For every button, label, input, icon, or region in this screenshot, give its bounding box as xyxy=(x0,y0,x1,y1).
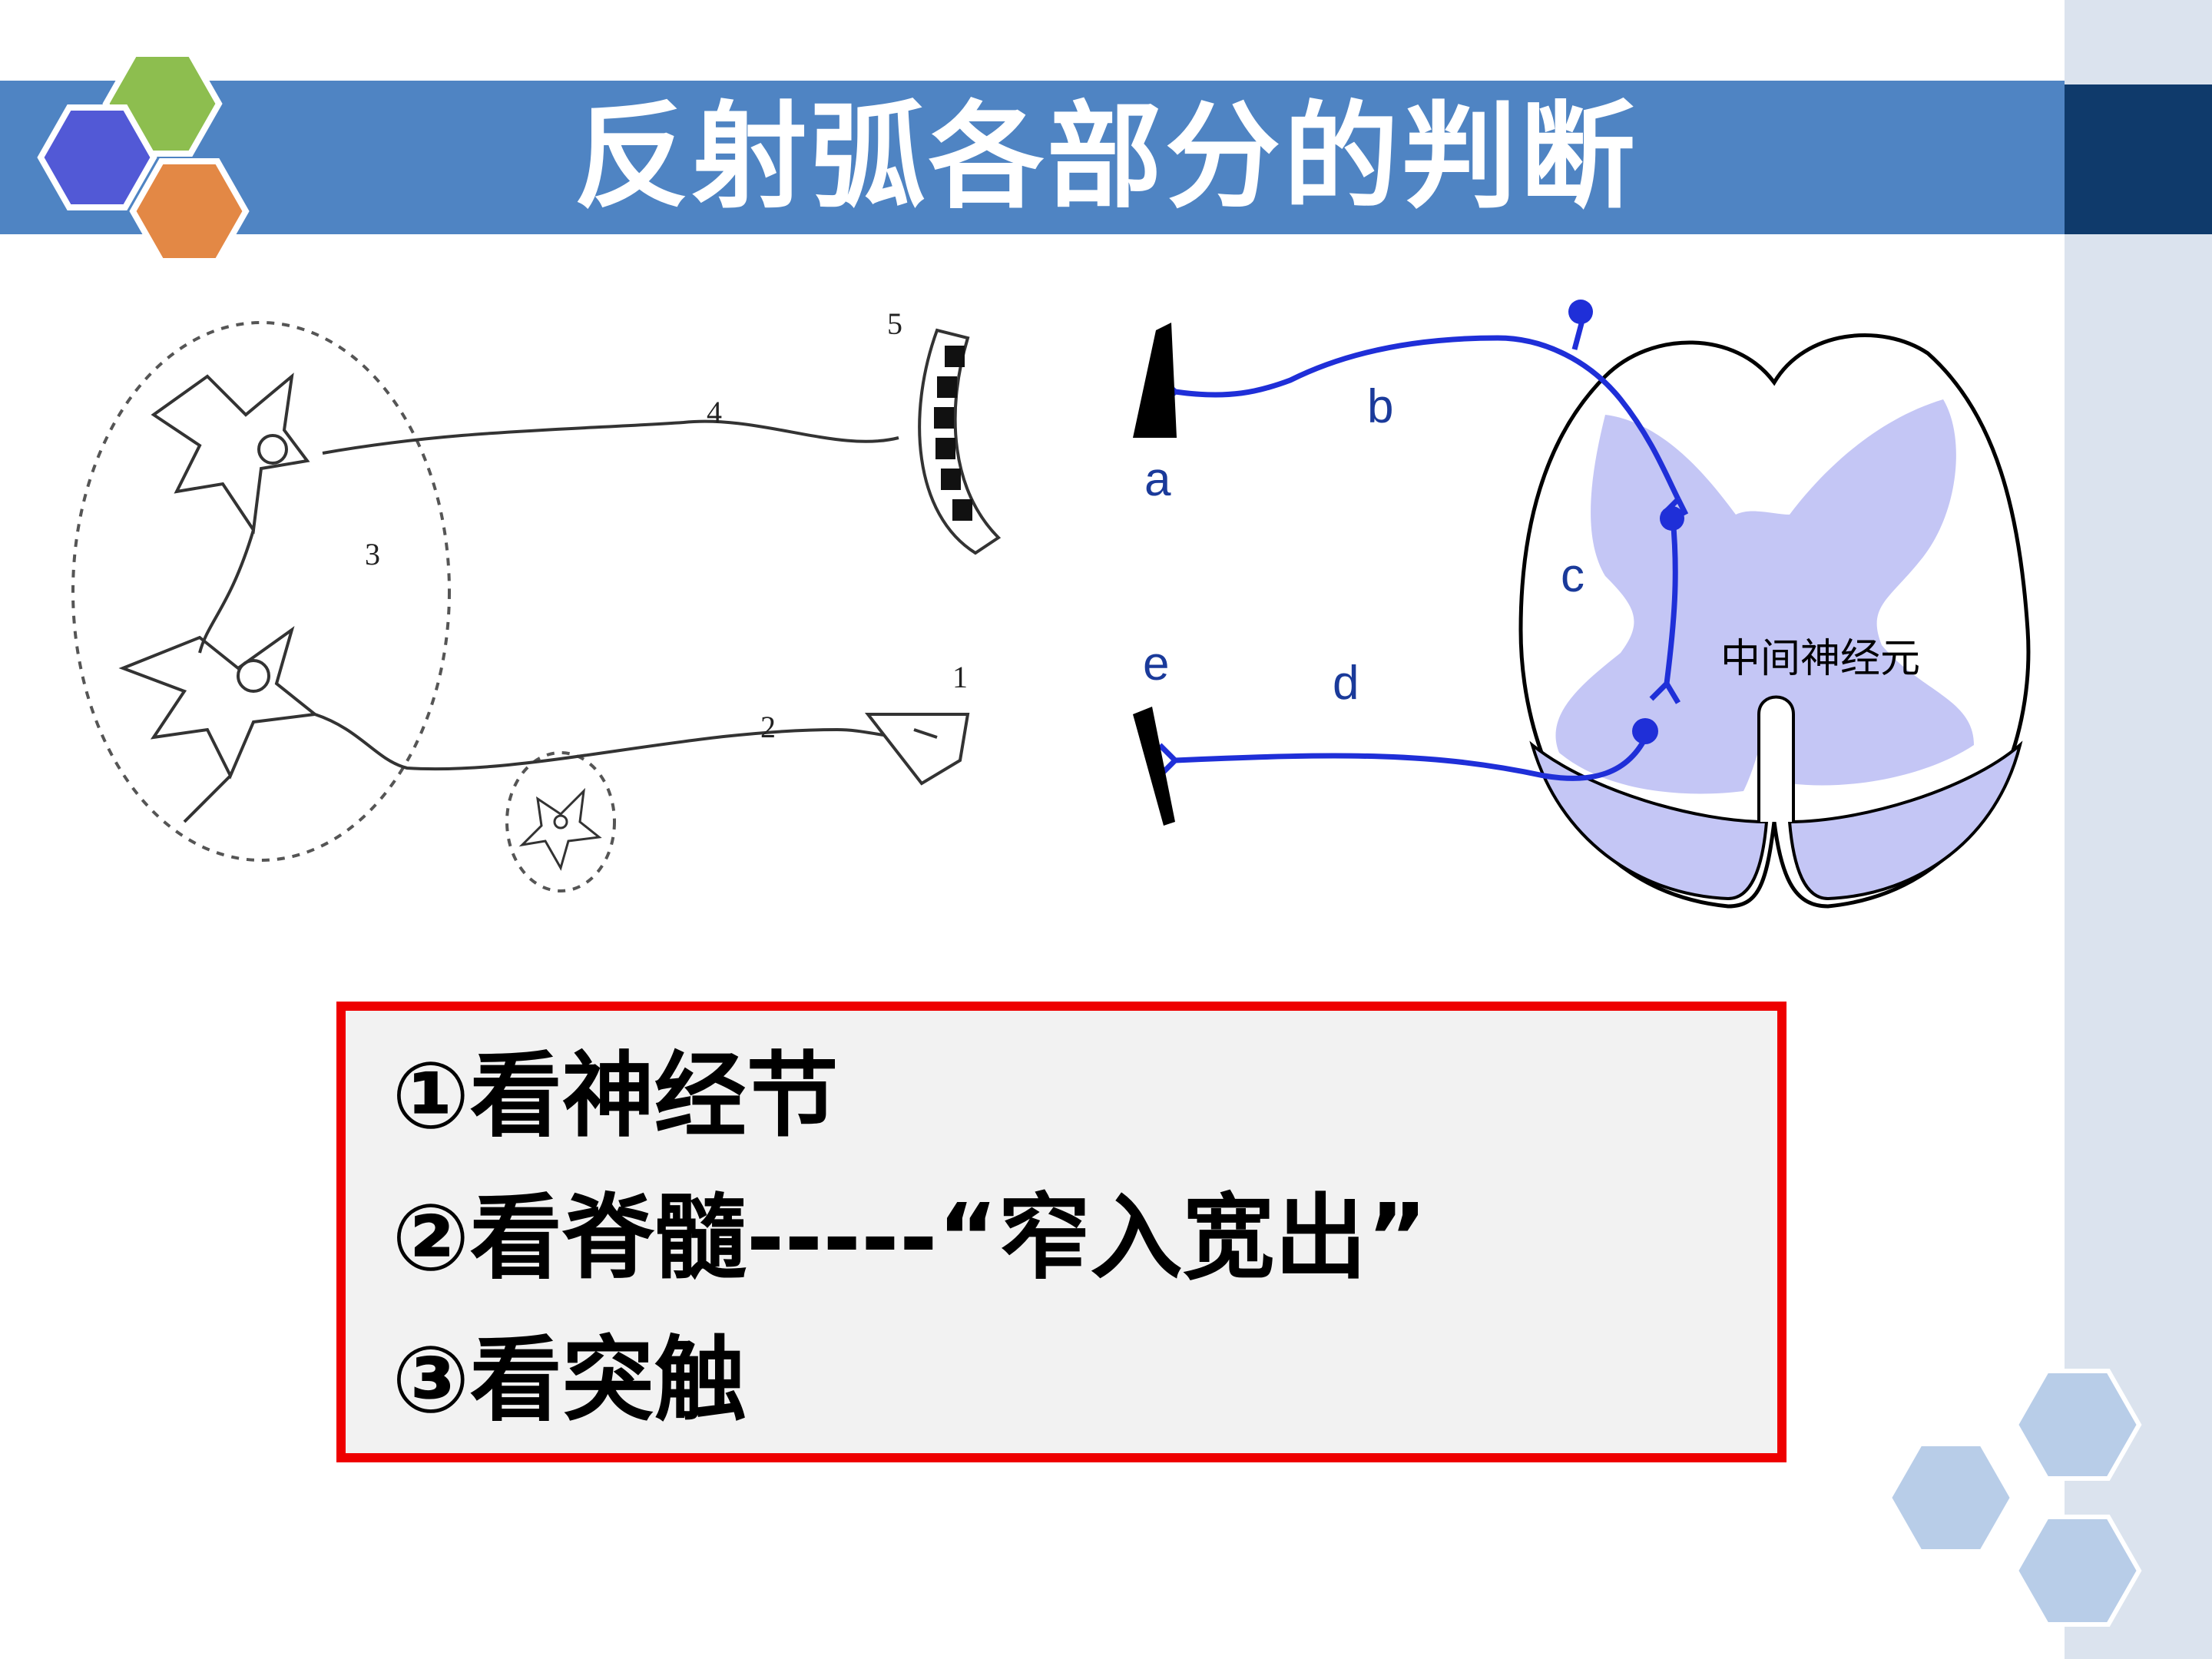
grey-matter xyxy=(1555,399,1974,794)
label-2: 2 xyxy=(760,710,776,744)
deco-hex-top-icon xyxy=(2013,1369,2142,1481)
spinal-cord-reflex-diagram: a b c d e 中间神经元 xyxy=(1133,300,2031,909)
summary-line-ganglion: ①看神经节 xyxy=(392,1043,839,1150)
label-a: a xyxy=(1144,453,1171,506)
receptor-a-shape xyxy=(1133,323,1177,438)
hex-blue-icon xyxy=(37,104,157,210)
reflex-arc-sketch-diagram: 1 2 3 4 5 xyxy=(71,306,1002,892)
summary-line-spinal-cord: ②看脊髓-----“窄入宽出” xyxy=(392,1185,1428,1292)
hex-orange-icon xyxy=(129,158,250,264)
label-5: 5 xyxy=(887,306,902,341)
label-e: e xyxy=(1143,637,1169,690)
label-1: 1 xyxy=(952,660,968,694)
label-4: 4 xyxy=(707,395,722,429)
interneuron-cell-body xyxy=(1660,506,1684,531)
label-c: c xyxy=(1561,549,1584,602)
label-interneuron: 中间神经元 xyxy=(1720,636,1920,682)
decorative-hexagons-icon xyxy=(1886,1369,2142,1627)
label-b: b xyxy=(1367,380,1393,433)
upper-neuron xyxy=(151,373,899,654)
interneuron xyxy=(1649,518,1681,704)
right-navy-accent xyxy=(2065,84,2212,234)
deco-hex-left-icon xyxy=(1886,1442,2015,1554)
ventral-band-right xyxy=(1787,740,2023,901)
title-bar xyxy=(0,81,2065,234)
summary-line-synapse: ③看突触 xyxy=(392,1327,747,1434)
receptor-shape xyxy=(864,713,970,786)
effector-e-shape xyxy=(1133,707,1175,826)
ganglion-outline xyxy=(505,751,616,892)
ganglion-neuron xyxy=(518,787,602,871)
hexagon-logo-icon xyxy=(37,54,250,264)
slide-title: 反射弧各部分的判断 xyxy=(573,91,1638,224)
label-d: d xyxy=(1333,657,1359,710)
effector-muscle xyxy=(918,328,1002,555)
deco-hex-bottom-icon xyxy=(2013,1515,2142,1627)
central-region-outline xyxy=(71,321,451,862)
label-3: 3 xyxy=(365,537,380,571)
lower-neuron xyxy=(118,626,930,823)
central-canal xyxy=(1757,695,1795,822)
efferent-cell-body xyxy=(1632,718,1658,744)
ventral-band xyxy=(1529,740,1769,901)
summary-box: ①看神经节 ②看脊髓-----“窄入宽出” ③看突触 xyxy=(336,1002,1786,1462)
afferent-cell-body xyxy=(1568,300,1593,324)
